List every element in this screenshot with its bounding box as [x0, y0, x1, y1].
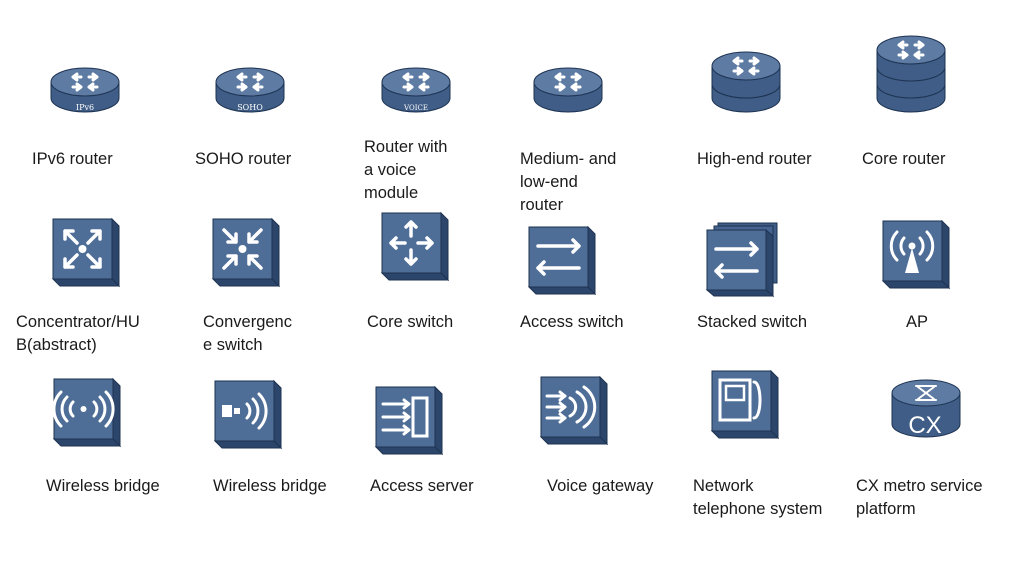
- label-medium-low-end-router: Medium- and low-end router: [520, 150, 617, 214]
- cx-metro-service-platform-icon: CX: [891, 379, 961, 439]
- core-router-icon: [876, 35, 946, 113]
- high-end-router-icon: [711, 51, 781, 113]
- soho-router-icon: SOHO: [215, 67, 285, 113]
- router-badge: SOHO: [237, 103, 263, 112]
- ap-icon: [881, 219, 951, 290]
- wireless-bridge-icon: [52, 377, 122, 448]
- label-access-switch: Access switch: [520, 313, 624, 331]
- label-cx-metro-service-platform: CX metro service platform: [856, 477, 983, 518]
- voice-router-icon: VOICE: [381, 67, 451, 113]
- cx-badge: CX: [908, 412, 941, 439]
- stacked-switch-icon: [705, 222, 778, 298]
- ipv6-router-icon: IPv6: [50, 67, 120, 113]
- label-high-end-router: High-end router: [697, 150, 812, 168]
- access-switch-icon: [527, 225, 597, 296]
- label-core-router: Core router: [862, 150, 946, 168]
- wireless-bridge-2-icon: [213, 379, 283, 450]
- label-concentrator-hub: Concentrator/HU B(abstract): [16, 313, 140, 354]
- label-voice-gateway: Voice gateway: [547, 477, 654, 495]
- core-switch-icon: [380, 211, 450, 282]
- access-server-icon: [374, 385, 444, 456]
- label-soho-router: SOHO router: [195, 150, 292, 168]
- label-ipv6-router: IPv6 router: [32, 150, 113, 168]
- label-wireless-bridge: Wireless bridge: [46, 477, 160, 495]
- label-convergence-switch: Convergenc e switch: [203, 313, 292, 354]
- label-core-switch: Core switch: [367, 313, 454, 331]
- label-access-server: Access server: [370, 477, 474, 495]
- convergence-switch-icon: [211, 217, 281, 288]
- label-ap: AP: [906, 313, 929, 331]
- concentrator-hub-icon: [51, 217, 121, 288]
- label-network-telephone-system: Network telephone system: [693, 477, 823, 518]
- router-badge: IPv6: [76, 103, 94, 112]
- medium-low-end-router-icon: [533, 67, 603, 113]
- router-badge: VOICE: [403, 104, 428, 112]
- network-telephone-system-icon: [710, 369, 780, 440]
- label-voice-router: Router with a voice module: [364, 138, 448, 202]
- label-wireless-bridge-2: Wireless bridge: [213, 477, 327, 495]
- voice-gateway-icon: [539, 375, 609, 446]
- label-stacked-switch: Stacked switch: [697, 313, 808, 331]
